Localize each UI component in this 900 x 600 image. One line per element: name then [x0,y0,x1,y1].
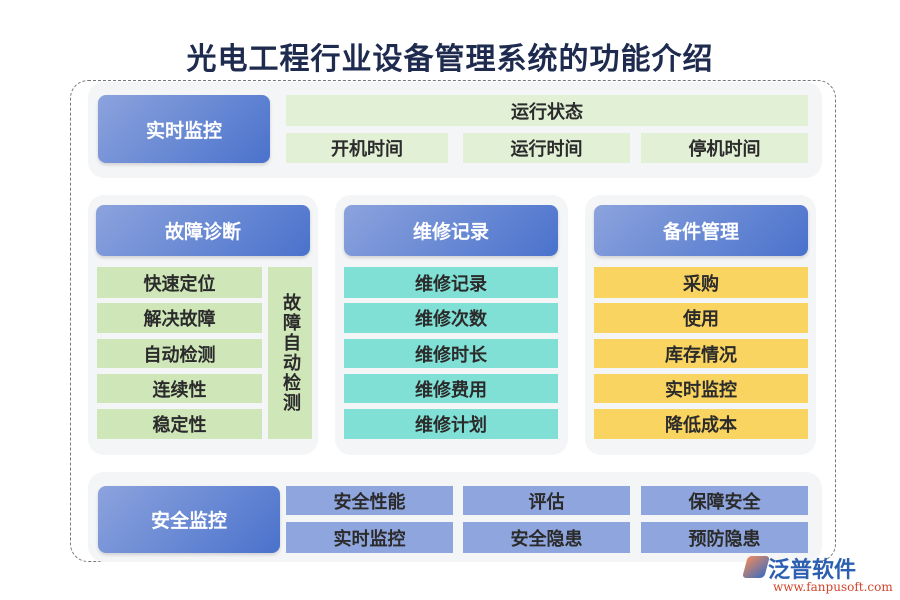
fault-item: 快速定位 [97,267,262,298]
safety-item: 保障安全 [641,486,808,515]
fault-header: 故障诊断 [96,205,310,256]
realtime-item: 开机时间 [286,133,448,163]
realtime-item: 停机时间 [641,133,808,163]
safety-header: 安全监控 [98,486,280,553]
fault-item: 自动检测 [97,339,262,368]
repair-item: 维修计划 [344,409,558,439]
parts-item: 采购 [594,267,808,298]
parts-header: 备件管理 [594,205,808,256]
fault-item: 连续性 [97,374,262,403]
safety-item: 安全性能 [286,486,453,515]
fault-item: 稳定性 [97,409,262,439]
logo-mark-icon [742,556,770,578]
realtime-header: 实时监控 [98,95,270,163]
parts-item: 库存情况 [594,339,808,368]
parts-item: 使用 [594,303,808,333]
logo-url: www.fanpusoft.com [773,580,893,594]
status-cell: 运行状态 [286,95,808,126]
safety-item: 预防隐患 [641,522,808,553]
safety-item: 实时监控 [286,522,453,553]
fault-side: 故障自动检测 [268,267,312,439]
realtime-item: 运行时间 [463,133,630,163]
fault-item: 解决故障 [97,303,262,333]
parts-item: 实时监控 [594,374,808,403]
safety-item: 安全隐患 [463,522,630,553]
parts-item: 降低成本 [594,409,808,439]
repair-item: 维修时长 [344,339,558,368]
page-title: 光电工程行业设备管理系统的功能介绍 [186,42,714,77]
safety-item: 评估 [463,486,630,515]
repair-item: 维修记录 [344,267,558,298]
logo-name: 泛普软件 [768,558,857,583]
fault-side-label: 故障自动检测 [280,293,301,413]
repair-item: 维修次数 [344,303,558,333]
repair-header: 维修记录 [344,205,558,256]
repair-item: 维修费用 [344,374,558,403]
